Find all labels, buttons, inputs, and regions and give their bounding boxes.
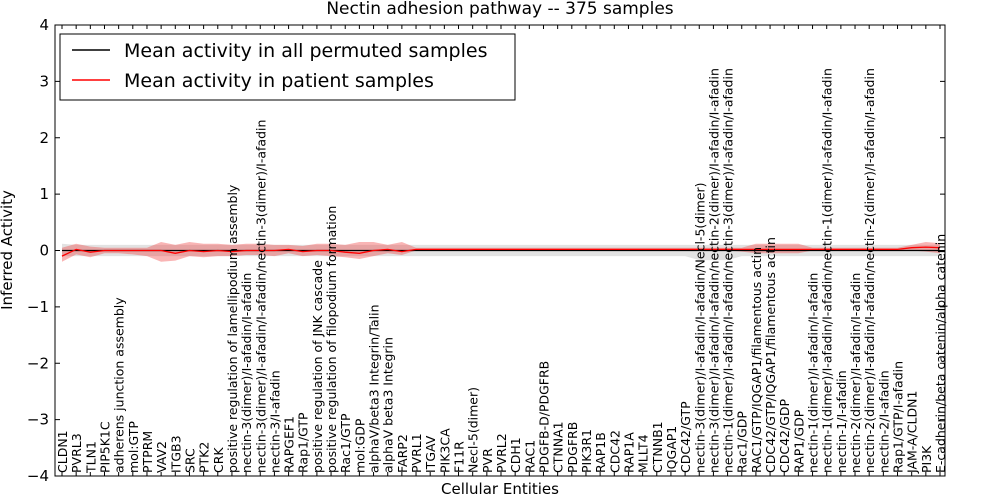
y-tick-label: −4 [27, 467, 49, 485]
x-tick-label: CDC42/GTP/IQGAP1/filamentous actin [763, 237, 778, 473]
x-tick-label: Necl-5(dimer) [466, 387, 481, 473]
y-axis: −4 −3 −2 −1 0 1 2 3 4 [27, 16, 945, 485]
x-tick-label: RAC1/GTP/IQGAP1/filamentous actin [749, 247, 764, 473]
x-tick-label: Rap1/GTP/I-afadin [891, 361, 906, 473]
x-tick-label: positive regulation of lamellipodium ass… [225, 184, 240, 473]
x-tick-label: Rac1/GTP [338, 413, 353, 473]
x-tick-label: RAPGEF1 [282, 416, 297, 473]
y-tick-label: 1 [39, 185, 49, 203]
x-tick-label: nectin-3(dimer)/I-afadin/I-afadin/nectin… [253, 120, 268, 473]
x-tick-label: nectin-2(dimer)/I-afadin/I-afadin [848, 273, 863, 473]
legend: Mean activity in all permuted samples Me… [59, 33, 516, 101]
x-tick-label: Rac1/GDP [735, 411, 750, 473]
x-tick-label: CTNNA1 [551, 421, 566, 473]
confidence-bands [62, 242, 940, 262]
x-tick-label: nectin-3/I-afadin [267, 370, 282, 473]
x-tick-label: PVRL1 [409, 433, 424, 473]
x-tick-label: RAP1B [593, 432, 608, 473]
y-tick-label: 3 [39, 72, 49, 90]
x-tick-label: mol:GTP [126, 421, 141, 473]
x-tick-label: RAP1/GDP [791, 409, 806, 473]
x-tick-label: RAC1 [522, 440, 537, 473]
x-tick-label: mol:GDP [352, 418, 367, 473]
legend-box [59, 33, 516, 101]
x-tick-label: PIK3R1 [579, 429, 594, 473]
x-tick-label: alphaV/beta3 Integrin/Talin [367, 305, 382, 474]
y-tick-label: −2 [27, 354, 49, 372]
x-tick-label: F11R [452, 441, 467, 473]
confidence-band-1 [62, 242, 940, 262]
x-tick-label: ITGB3 [168, 435, 183, 473]
plot-frame [54, 24, 946, 477]
legend-label-permuted: Mean activity in all permuted samples [124, 40, 487, 62]
x-tick-label: nectin-1(dimer)/I-afadin/I-afadin/nectin… [721, 68, 736, 473]
y-tick-label: 4 [39, 16, 49, 34]
x-tick-label: TLN1 [83, 441, 98, 474]
x-tick-label: IQGAP1 [664, 426, 679, 473]
x-tick-label: Rap1/GTP [296, 412, 311, 473]
y-tick-label: 0 [39, 242, 49, 260]
x-tick-label: PIP5K1C [97, 421, 112, 473]
x-tick-label: positive regulation of filopodium format… [324, 206, 339, 473]
x-tick-label: nectin-3(dimer)/I-afadin/I-afadin/Necl-5… [692, 182, 707, 473]
x-tick-label: CRK [211, 447, 226, 473]
x-tick-label: nectin-2/I-afadin [876, 370, 891, 473]
x-tick-label: SRC [182, 448, 197, 473]
x-axis-label: Cellular Entities [441, 480, 559, 498]
x-tick-label: nectin-3(dimer)/I-afadin/I-afadin [239, 273, 254, 473]
x-tick-label: FARP2 [395, 434, 410, 473]
x-tick-label: PIK3CA [437, 428, 452, 473]
x-tick-label: VAV2 [154, 441, 169, 473]
x-tick-label: CDC42/GDP [777, 398, 792, 473]
x-tick-label: adherens junction assembly [112, 297, 127, 473]
confidence-band-0 [62, 243, 940, 261]
x-tick-label: E-cadherin/beta catenin/alpha catenin [933, 234, 948, 473]
x-tick-label: nectin-2(dimer)/I-afadin/I-afadin/nectin… [862, 68, 877, 473]
x-tick-label: PDGFB-D/PDGFRB [536, 361, 551, 473]
x-tick-label: RAP1A [621, 432, 636, 473]
x-tick-label: ITGAV [423, 435, 438, 473]
x-tick-label: CDC42/GTP [678, 401, 693, 473]
x-tick-label: PTPRM [140, 431, 155, 473]
x-tick-label: PDGFRB [565, 422, 580, 473]
x-tick-label: nectin-3(dimer)/I-afadin/I-afadin/nectin… [706, 68, 721, 473]
chart-title: Nectin adhesion pathway -- 375 samples [326, 0, 673, 19]
x-tick-label: nectin-1/I-afadin [834, 370, 849, 473]
x-tick-label: PTK2 [197, 442, 212, 473]
x-tick-label: PVR [480, 448, 495, 473]
x-tick-label: MLLT4 [636, 434, 651, 473]
x-tick-label: PVRL2 [494, 433, 509, 473]
x-tick-label: PI3K [919, 445, 934, 473]
x-tick-label: PVRL3 [69, 433, 84, 473]
y-axis-label: Inferred Activity [0, 190, 16, 310]
series-line-1 [61, 246, 941, 257]
x-tick-label: nectin-1(dimer)/I-afadin/I-afadin [806, 273, 821, 473]
x-tick-label: alphaV beta3 Integrin [381, 337, 396, 473]
x-tick-label: CLDN1 [55, 430, 70, 473]
series-lines [61, 246, 941, 257]
x-tick-label: nectin-1(dimer)/I-afadin/I-afadin/nectin… [820, 68, 835, 473]
y-tick-label: −3 [27, 411, 49, 429]
x-tick-label: CTNNB1 [650, 421, 665, 473]
x-tick-label: JAM-A/CLDN1 [905, 391, 920, 474]
x-tick-label: CDH1 [508, 437, 523, 473]
legend-label-patient: Mean activity in patient samples [124, 70, 434, 92]
y-tick-label: 2 [39, 129, 49, 147]
x-tick-label: positive regulation of JNK cascade [310, 260, 325, 473]
x-tick-label: CDC42 [607, 430, 622, 473]
y-tick-label: −1 [27, 298, 49, 316]
